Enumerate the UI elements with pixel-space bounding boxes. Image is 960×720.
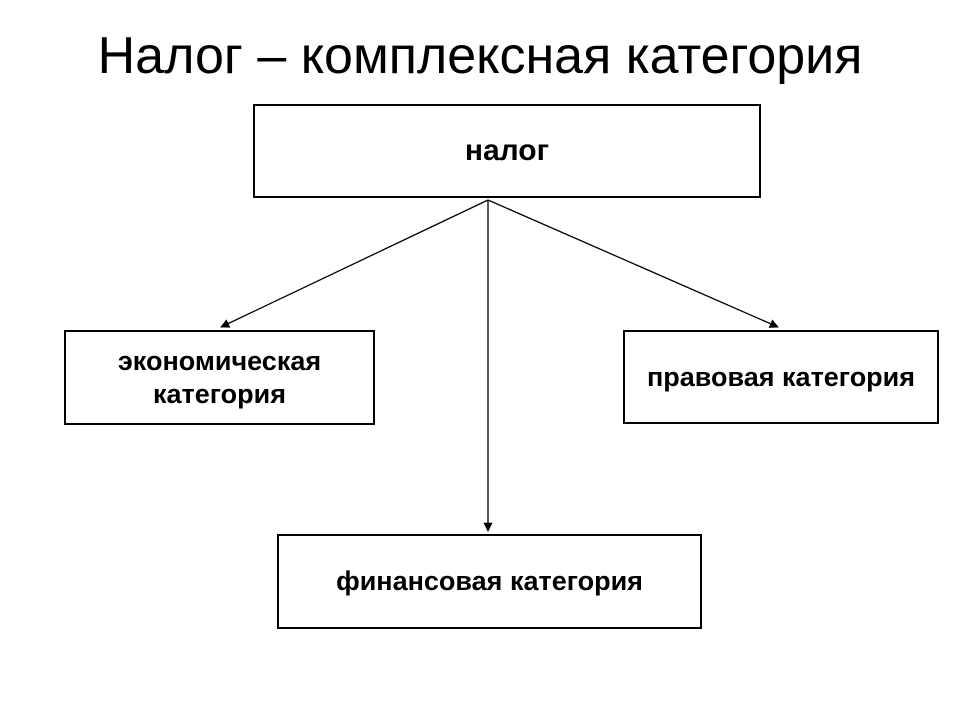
connector-root-to-legal (487, 199, 779, 328)
node-financial-category-label: финансовая категория (336, 566, 643, 597)
node-legal-category: правовая категория (623, 330, 939, 424)
node-economic-category: экономическая категория (64, 330, 375, 425)
node-tax: налог (253, 104, 761, 198)
slide-title: Налог – комплексная категория (97, 27, 863, 85)
node-tax-label: налог (464, 133, 550, 167)
node-financial-category: финансовая категория (277, 534, 702, 629)
node-legal-category-label: правовая категория (646, 361, 916, 392)
node-economic-category-label: экономическая категория (117, 345, 322, 409)
connector-root-to-economic (220, 199, 489, 328)
